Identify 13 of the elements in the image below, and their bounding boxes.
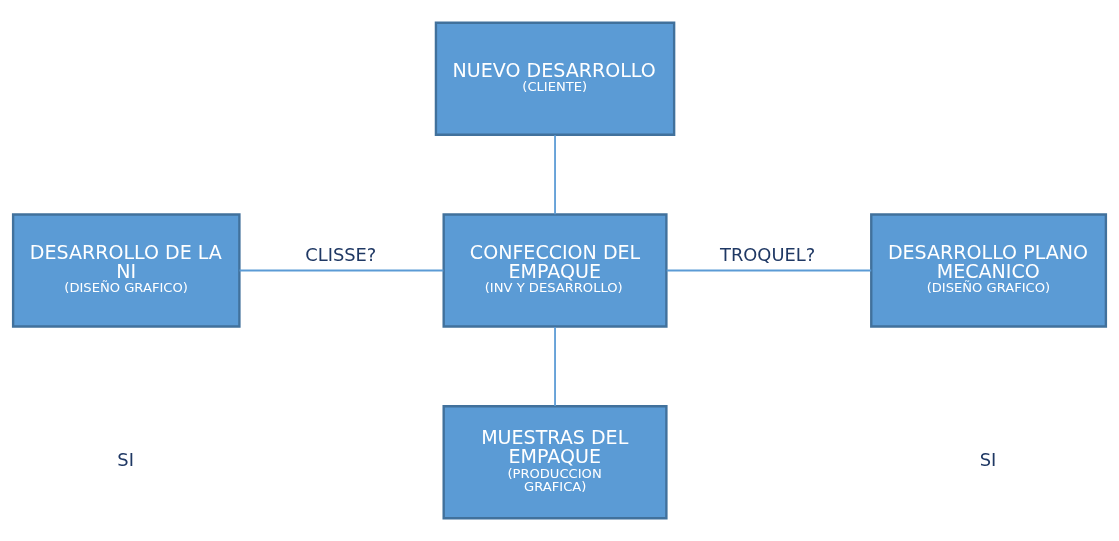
node-box: DESARROLLO PLANO MECANICO (DISEÑO GRAFICO) xyxy=(870,213,1108,328)
label: SI xyxy=(117,449,134,471)
connector xyxy=(554,134,556,216)
connector xyxy=(665,269,873,272)
edge-label: TROQUEL? xyxy=(719,243,816,265)
node-box: NUEVO DESARROLLO (CLIENTE) xyxy=(434,21,676,136)
node-box: MUESTRAS DEL EMPAQUE (PRODUCCION GRAFICA) xyxy=(442,405,668,520)
connector xyxy=(238,269,445,272)
edge-label: CLISSE? xyxy=(305,243,377,265)
node-box: CONFECCION DEL EMPAQUE (INV Y DESARROLLO) xyxy=(442,213,668,328)
node-box: DESARROLLO DE LA NI (DISEÑO GRAFICO) xyxy=(11,213,241,328)
label: SI xyxy=(979,449,997,471)
connector xyxy=(554,326,556,407)
